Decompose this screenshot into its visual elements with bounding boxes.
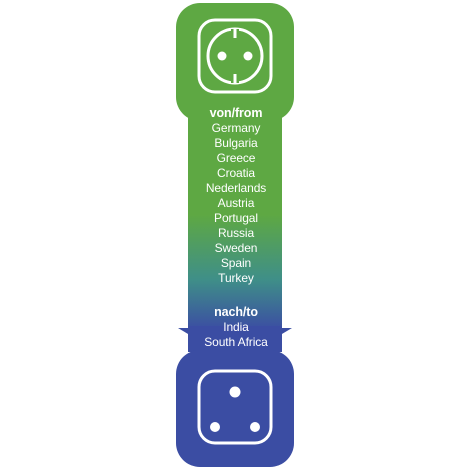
from-country: Turkey xyxy=(218,271,254,285)
top-tab xyxy=(176,3,294,121)
from-country: Nederlands xyxy=(205,181,267,195)
from-country: Spain xyxy=(220,256,252,270)
from-country: Russia xyxy=(217,226,255,240)
to-countries-block: nach/to India South Africa xyxy=(186,305,286,350)
bottom-tab xyxy=(176,350,294,467)
to-heading: nach/to xyxy=(214,305,258,319)
from-country: Croatia xyxy=(217,166,255,180)
from-country: Austria xyxy=(217,196,255,210)
schuko-socket-icon xyxy=(197,18,273,94)
from-country: Greece xyxy=(216,151,256,165)
from-country: Germany xyxy=(211,121,261,135)
arrow-stem xyxy=(188,100,282,330)
from-country: Bulgaria xyxy=(214,136,258,150)
to-country: India xyxy=(223,320,249,334)
from-country: Portugal xyxy=(214,211,258,225)
from-countries-block: von/from Germany Bulgaria Greece Croatia… xyxy=(186,106,286,286)
from-heading: von/from xyxy=(209,106,263,120)
from-country: Sweden xyxy=(214,241,258,255)
to-country: South Africa xyxy=(204,335,268,349)
type-d-socket-icon xyxy=(197,369,273,445)
